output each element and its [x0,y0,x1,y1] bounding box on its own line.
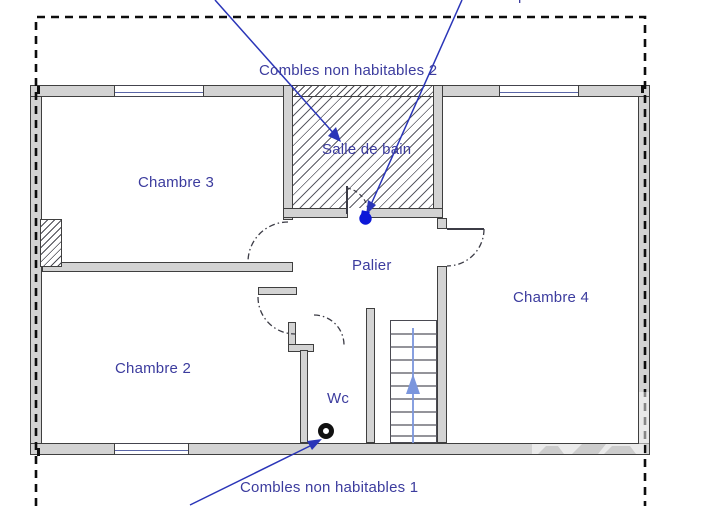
partition-chambre3-chambre2 [42,262,293,272]
window-glass-line [115,449,188,451]
chambre4-wall-upper [437,218,447,229]
label-combles-2: Combles non habitables 2 [259,62,438,79]
leader-line-combles1 [189,443,315,506]
leader-line-detector [368,0,463,210]
partition-stub [258,287,297,295]
outer-wall-bottom-1 [30,443,115,455]
chimney-block-hatched [40,219,62,267]
outer-wall-top-1 [30,85,115,97]
annotation-dot-blob [360,210,370,220]
room-label-wc: Wc [327,390,350,407]
wc-drain-icon [318,423,334,439]
corner-tick-icon [37,86,40,94]
room-label-chambre-4: Chambre 4 [513,289,590,306]
wc-wall-left [300,350,308,443]
door-arc-bathroom [346,187,369,211]
leader-arrowhead-detector-icon [366,200,376,215]
attic-dashed-boundary [34,15,647,506]
bathroom-floor-hatch [293,97,433,208]
leader-arrowhead-bathroom-icon [328,127,341,142]
room-label-chambre-3: Chambre 3 [138,174,215,191]
window-glass-line [500,91,578,93]
room-label-chambre-2: Chambre 2 [115,360,192,377]
window-top-left [115,85,203,97]
stair-up-arrow-icon [406,374,420,394]
outer-wall-top-4 [578,85,650,97]
watermark [532,392,649,454]
bathroom-wall-left [283,85,293,220]
door-arc-chambre3 [247,221,289,263]
corner-tick-icon [37,448,40,456]
stair-wall-left [366,308,375,443]
corner-tick-icon [641,85,644,93]
top-cut-label: Pas de réponse [452,0,560,4]
bathroom-top-wall-hatched [290,85,437,97]
window-bottom [115,443,188,455]
door-arc-wc [313,314,345,346]
leader-line-bathroom [214,0,337,137]
window-top-right [500,85,578,97]
chambre4-wall-lower [437,266,447,443]
room-label-salle-de-bain: Salle de bain [322,141,412,158]
door-arc-chambre4 [446,228,485,267]
door-arc-chambre2 [257,296,296,335]
window-glass-line [115,91,203,93]
leader-arrowhead-combles1-icon [307,439,322,450]
room-label-palier: Palier [352,257,392,274]
label-combles-1: Combles non habitables 1 [240,479,419,496]
